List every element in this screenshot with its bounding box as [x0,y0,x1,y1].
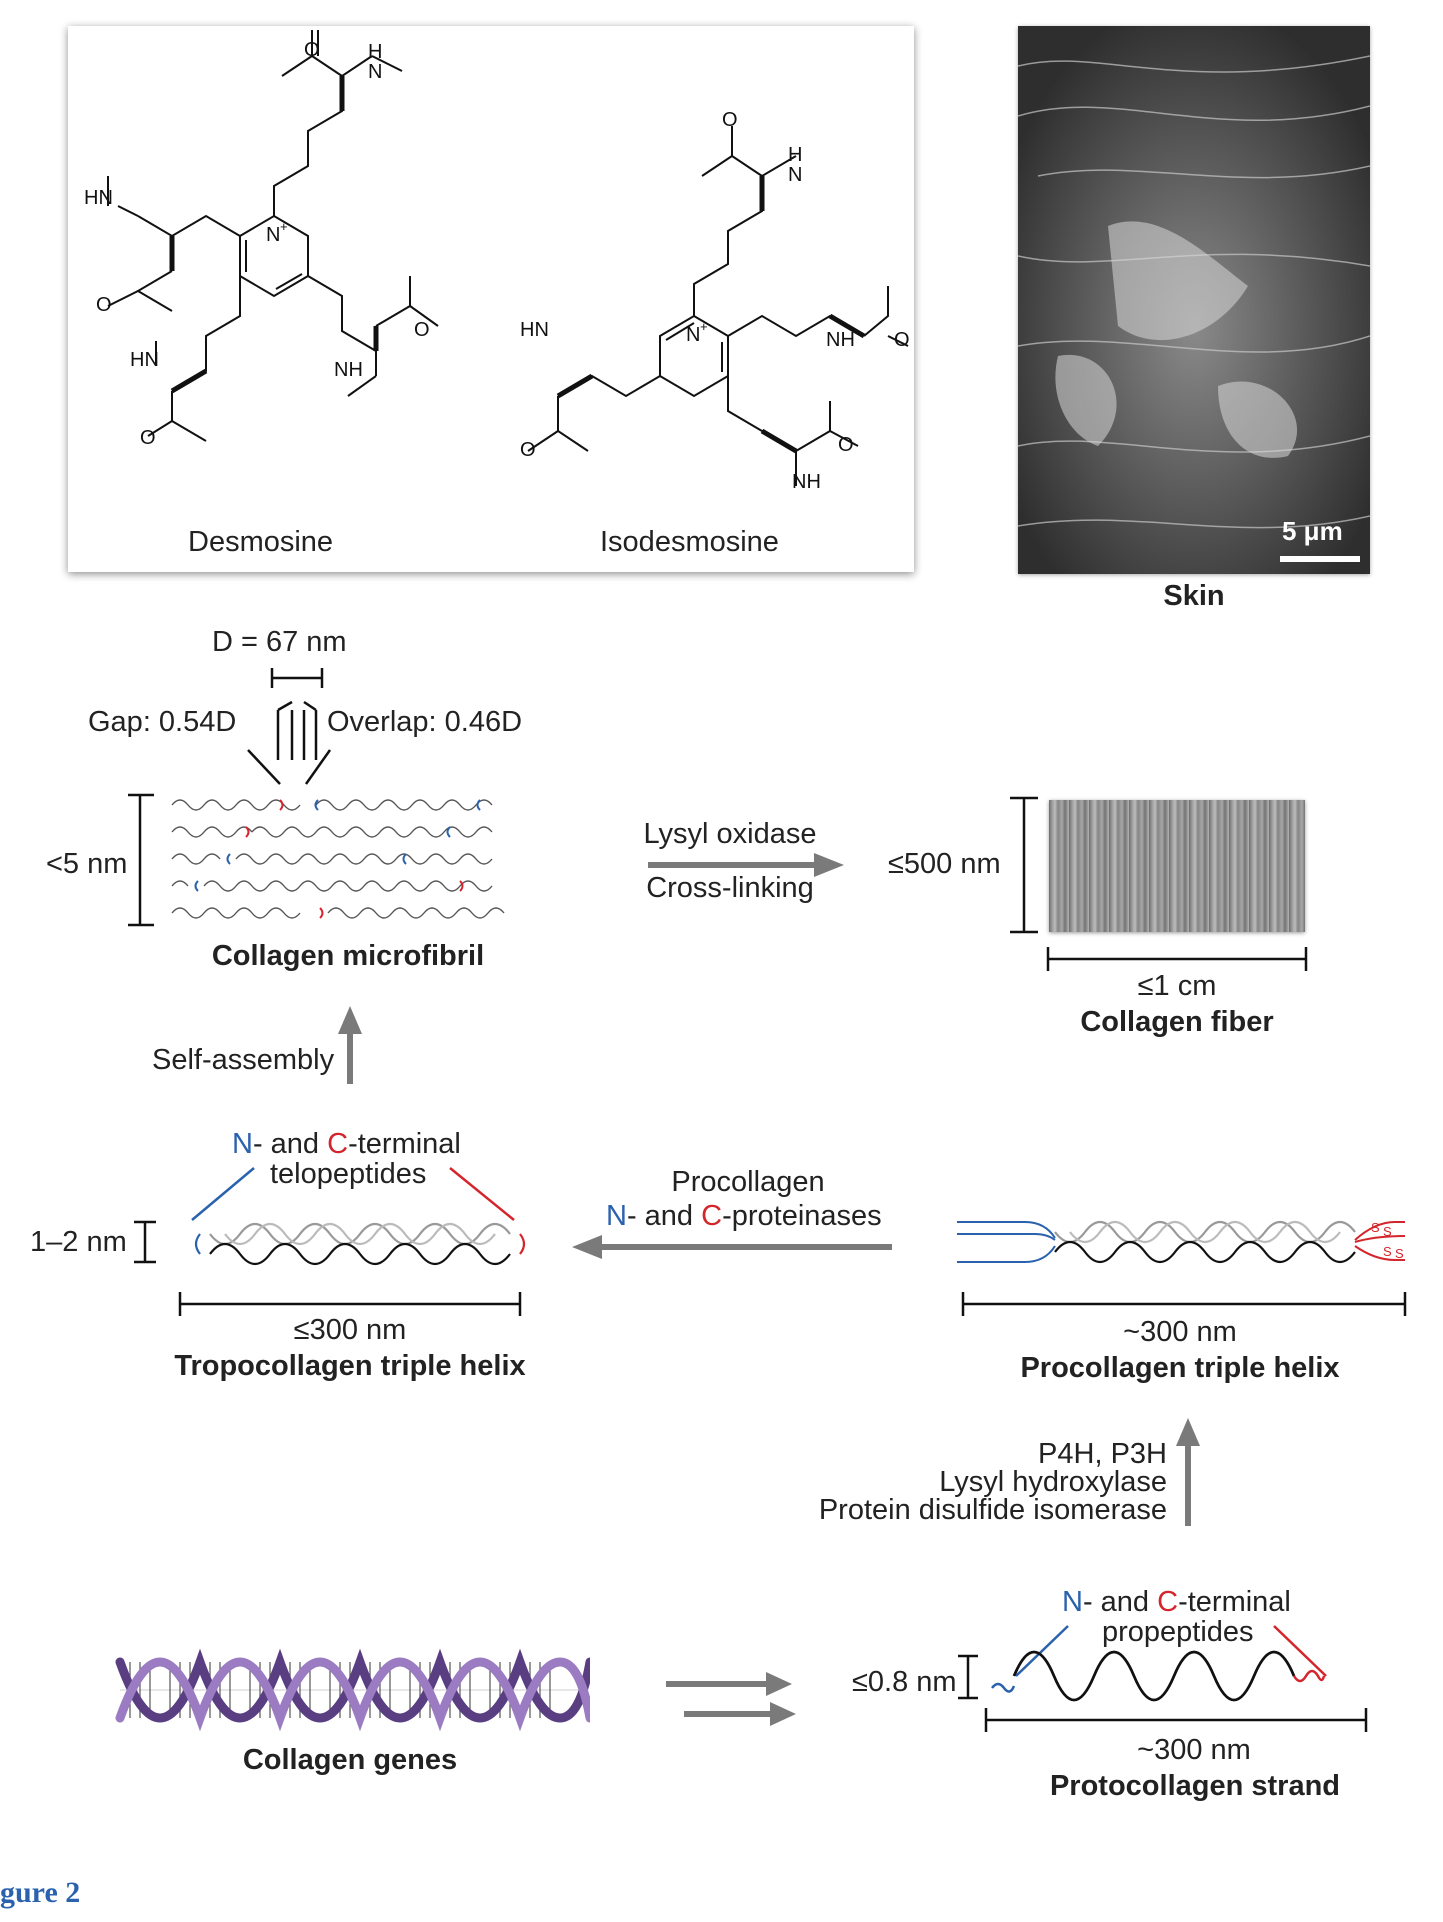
scale-bar-label: 5 μm [1282,516,1343,546]
disulfide-s4: S [1395,1246,1404,1261]
disulfide-s3: S [1383,1244,1392,1259]
procollagen-title: Procollagen triple helix [1020,1352,1340,1384]
figure-label: gure 2 [0,1876,81,1909]
fiber-height-bracket [1010,796,1038,934]
fiber-length-bracket [1046,947,1308,971]
enzymes-line2: Lysyl hydroxylase [939,1466,1167,1498]
proteinase-line1: Procollagen [671,1166,825,1198]
tropocollagen-height-label: 1–2 nm [30,1226,127,1258]
micrograph-texture [1018,26,1370,574]
fiber-length-label: ≤1 cm [1137,970,1217,1002]
svg-text:O: O [140,427,156,449]
self-assembly-label: Self-assembly [152,1044,335,1076]
svg-text:HN: HN [130,349,159,371]
protocollagen-height-label: ≤0.8 nm [852,1666,957,1698]
svg-text:O: O [722,109,738,131]
svg-text:+: + [700,319,708,334]
telopeptide-sub-label: telopeptides [270,1158,427,1190]
disulfide-s2: S [1383,1224,1392,1239]
protocollagen-length-label: ~300 nm [1137,1734,1251,1766]
gap-label: Gap: 0.54D [88,706,237,738]
skin-caption: Skin [1163,580,1225,612]
tropocollagen-length-label: ≤300 nm [293,1314,407,1346]
tropocollagen-diagram [178,1167,526,1316]
svg-text:N: N [686,324,700,346]
tropocollagen-title: Tropocollagen triple helix [174,1350,526,1382]
proteinase-line2: N- and C-proteinases [606,1200,882,1232]
svg-text:O: O [414,319,430,341]
overlap-label: Overlap: 0.46D [327,706,523,738]
procollagen-diagram: S S S S [957,1220,1407,1316]
svg-text:HN: HN [520,319,549,341]
genes-title: Collagen genes [242,1744,458,1776]
microfibril-diagram [128,668,505,927]
svg-text:+: + [280,219,288,234]
isodesmosine-label: Isodesmosine [600,526,779,558]
expression-double-arrow [666,1672,796,1726]
propeptide-label: N- and C-terminal [1062,1586,1291,1618]
lysyl-oxidase-label: Lysyl oxidase [643,818,817,850]
svg-text:O: O [838,434,854,456]
svg-text:O: O [894,329,910,351]
cross-linking-label: Cross-linking [646,872,814,904]
enzymes-line1: P4H, P3H [1038,1438,1167,1470]
desmosine-label: Desmosine [188,526,334,558]
collagen-fiber-image [1049,800,1305,932]
svg-text:H: H [368,41,382,63]
fiber-title: Collagen fiber [1080,1006,1274,1038]
svg-text:N: N [368,61,382,83]
svg-text:NH: NH [826,329,855,351]
svg-text:HN: HN [84,187,113,209]
svg-text:O: O [96,294,112,316]
svg-text:H: H [788,144,802,166]
enzymes-line3: Protein disulfide isomerase [818,1494,1167,1526]
tropocollagen-height-bracket [134,1220,156,1264]
period-label: D = 67 nm [212,626,347,658]
svg-text:N: N [788,164,802,186]
microfibril-height-label: <5 nm [46,848,128,880]
chemical-structures: N+ N+ O HN HN O HN O O NH O HN HN O O NH… [84,30,910,493]
svg-text:NH: NH [334,359,363,381]
protocollagen-diagram [958,1625,1368,1732]
proteinase-arrow [572,1235,892,1259]
fiber-height-label: ≤500 nm [888,848,1001,880]
svg-text:N: N [266,224,280,246]
enzymes-arrow [1176,1418,1200,1526]
self-assembly-arrow [338,1006,362,1084]
dna-double-helix [115,1648,590,1732]
svg-text:O: O [520,439,536,461]
telopeptide-label: N- and C-terminal [232,1128,461,1160]
svg-text:NH: NH [792,471,821,493]
svg-text:O: O [304,39,320,61]
propeptide-sub-label: propeptides [1102,1616,1254,1648]
procollagen-length-label: ~300 nm [1123,1316,1237,1348]
crosslink-arrow [648,853,844,877]
protocollagen-title: Protocollagen strand [1049,1770,1341,1802]
skin-micrograph: 5 μm [1018,26,1370,574]
disulfide-s1: S [1371,1220,1380,1235]
microfibril-title: Collagen microfibril [211,940,485,972]
